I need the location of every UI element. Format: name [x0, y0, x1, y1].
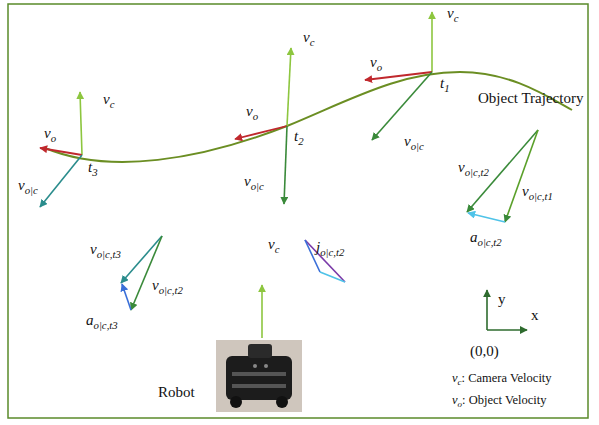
jerk-line [305, 240, 320, 272]
camera-velocity-arrow [431, 12, 433, 72]
relative-velocity-arrow [121, 236, 162, 283]
symbol-label: y [498, 292, 506, 307]
symbol-label: vo|c,t2 [152, 278, 183, 296]
acceleration-arrow [122, 284, 131, 310]
symbol-label: vc [103, 92, 114, 110]
symbol-label: t3 [88, 160, 98, 178]
robot-picture [216, 340, 302, 412]
relative-velocity-arrow [284, 126, 287, 204]
axis-arrow [486, 290, 488, 330]
symbol-label: vo|c [244, 174, 264, 192]
symbol-label: vo [246, 104, 258, 122]
symbol-label: ao|c,t2 [470, 230, 502, 248]
caption-text: (0,0) [470, 344, 499, 359]
symbol-label: vo [44, 126, 56, 144]
relative-velocity-arrow [505, 130, 538, 222]
axis-arrow [487, 329, 527, 331]
relative-velocity-arrow [131, 236, 162, 310]
symbol-label: vc [268, 237, 279, 255]
frame [8, 4, 588, 418]
symbol-label: vo|c,t1 [522, 184, 553, 202]
caption-text: Object Trajectory [478, 91, 583, 106]
symbol-label: ao|c,t3 [86, 313, 118, 331]
object-trajectory [45, 72, 572, 162]
relative-velocity-arrow [372, 72, 432, 140]
caption-text: vo: Object Velocity [452, 394, 547, 409]
object-velocity-arrow [365, 72, 432, 80]
symbol-label: vc [303, 30, 314, 48]
jerk-line [305, 240, 345, 282]
symbol-label: jo|c,t2 [316, 240, 344, 258]
object-velocity-arrow [40, 148, 82, 155]
acceleration-arrow [468, 213, 505, 222]
symbol-label: vc [447, 6, 458, 24]
symbol-label: t2 [294, 129, 304, 147]
object-velocity-arrow [235, 126, 287, 139]
camera-velocity-arrow [80, 92, 82, 155]
symbol-label: t1 [440, 76, 450, 94]
symbol-label: vo|c [18, 178, 38, 196]
camera-velocity-arrow [287, 48, 291, 126]
symbol-label: vo [370, 55, 382, 73]
symbol-label: vo|c [404, 134, 424, 152]
caption-text: Robot [158, 385, 195, 400]
symbol-label: vo|c,t2 [458, 160, 489, 178]
symbol-label: vo|c,t3 [90, 242, 121, 260]
jerk-line [320, 272, 345, 282]
symbol-label: x [531, 308, 539, 323]
caption-text: vc: Camera Velocity [452, 372, 552, 387]
camera-velocity-arrow [261, 285, 263, 338]
relative-velocity-arrow [40, 155, 82, 207]
